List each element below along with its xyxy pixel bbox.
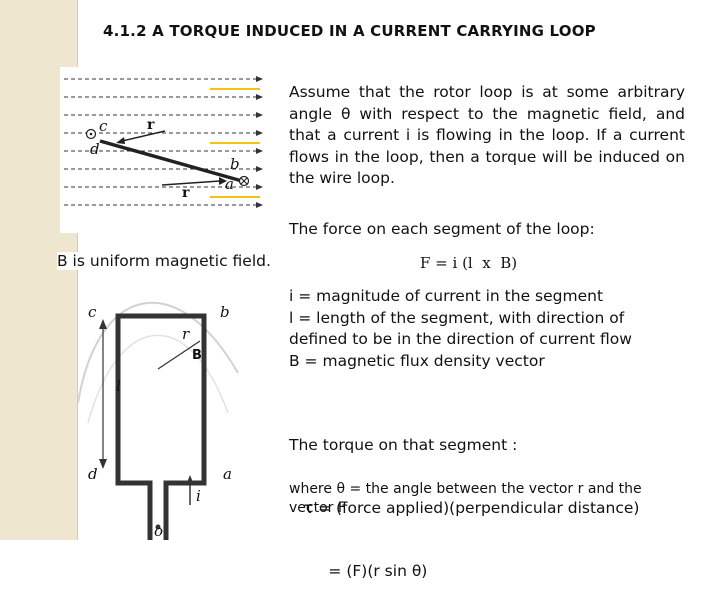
fig2-label-l: l [116,377,121,395]
field-arrowheads [256,76,263,208]
force-formula: F = i (l x B) [420,254,518,272]
fig2-label-B: B [192,348,202,363]
fig1-label-c: c [99,117,108,135]
fig2-label-a: a [223,465,232,483]
definition-length: l = length of the segment, with directio… [289,308,625,327]
torque-equation-1: τ = (force applied)(perpendicular distan… [289,499,640,517]
fig1-label-r-bottom: r [182,185,190,201]
rotor-loop-segment [99,139,243,183]
fig2-label-c: c [88,303,97,321]
radius-vector-top [121,130,166,142]
variable-definitions: i = magnitude of current in the segment … [289,286,632,372]
force-on-segment-text: The force on each segment of the loop: [289,220,595,238]
torque-equation-2: = (F)(r sin θ) [289,562,428,580]
loop-wire [115,313,207,540]
loop-diagram-figure: c b r l d a i o B [78,301,239,540]
radius-line [157,340,201,370]
rotor-loop-figure: c d b a r r [60,67,272,233]
theta-definition: where θ = the angle between the vector r… [289,481,642,516]
fig1-label-d: d [90,140,100,158]
definition-current: i = magnitude of current in the segment [289,287,604,305]
uniform-field-caption: B is uniform magnetic field. [57,252,274,270]
fig2-label-i: i [196,487,201,505]
fig1-label-a: a [225,175,234,193]
definition-flux-density: B = magnetic flux density vector [289,351,545,370]
strip-border [77,0,78,540]
fig2-label-d: d [88,465,98,483]
fig2-label-o: o [154,522,163,540]
torque-heading: The torque on that segment : [289,436,518,454]
yellow-field-arrows [210,88,260,198]
fig2-label-b: b [220,303,230,321]
page-title: 4.1.2 A TORQUE INDUCED IN A CURRENT CARR… [103,22,596,40]
radius-vector-bottom [161,180,221,186]
definition-length-cont: defined to be in the direction of curren… [289,330,632,348]
fig1-label-r-top: r [147,117,155,133]
fig1-label-b: b [230,155,240,173]
fig2-label-r: r [182,325,190,343]
origin-point [155,524,161,530]
intro-paragraph: Assume that the rotor loop is at some ar… [289,83,685,187]
faint-field-curve [78,301,239,404]
